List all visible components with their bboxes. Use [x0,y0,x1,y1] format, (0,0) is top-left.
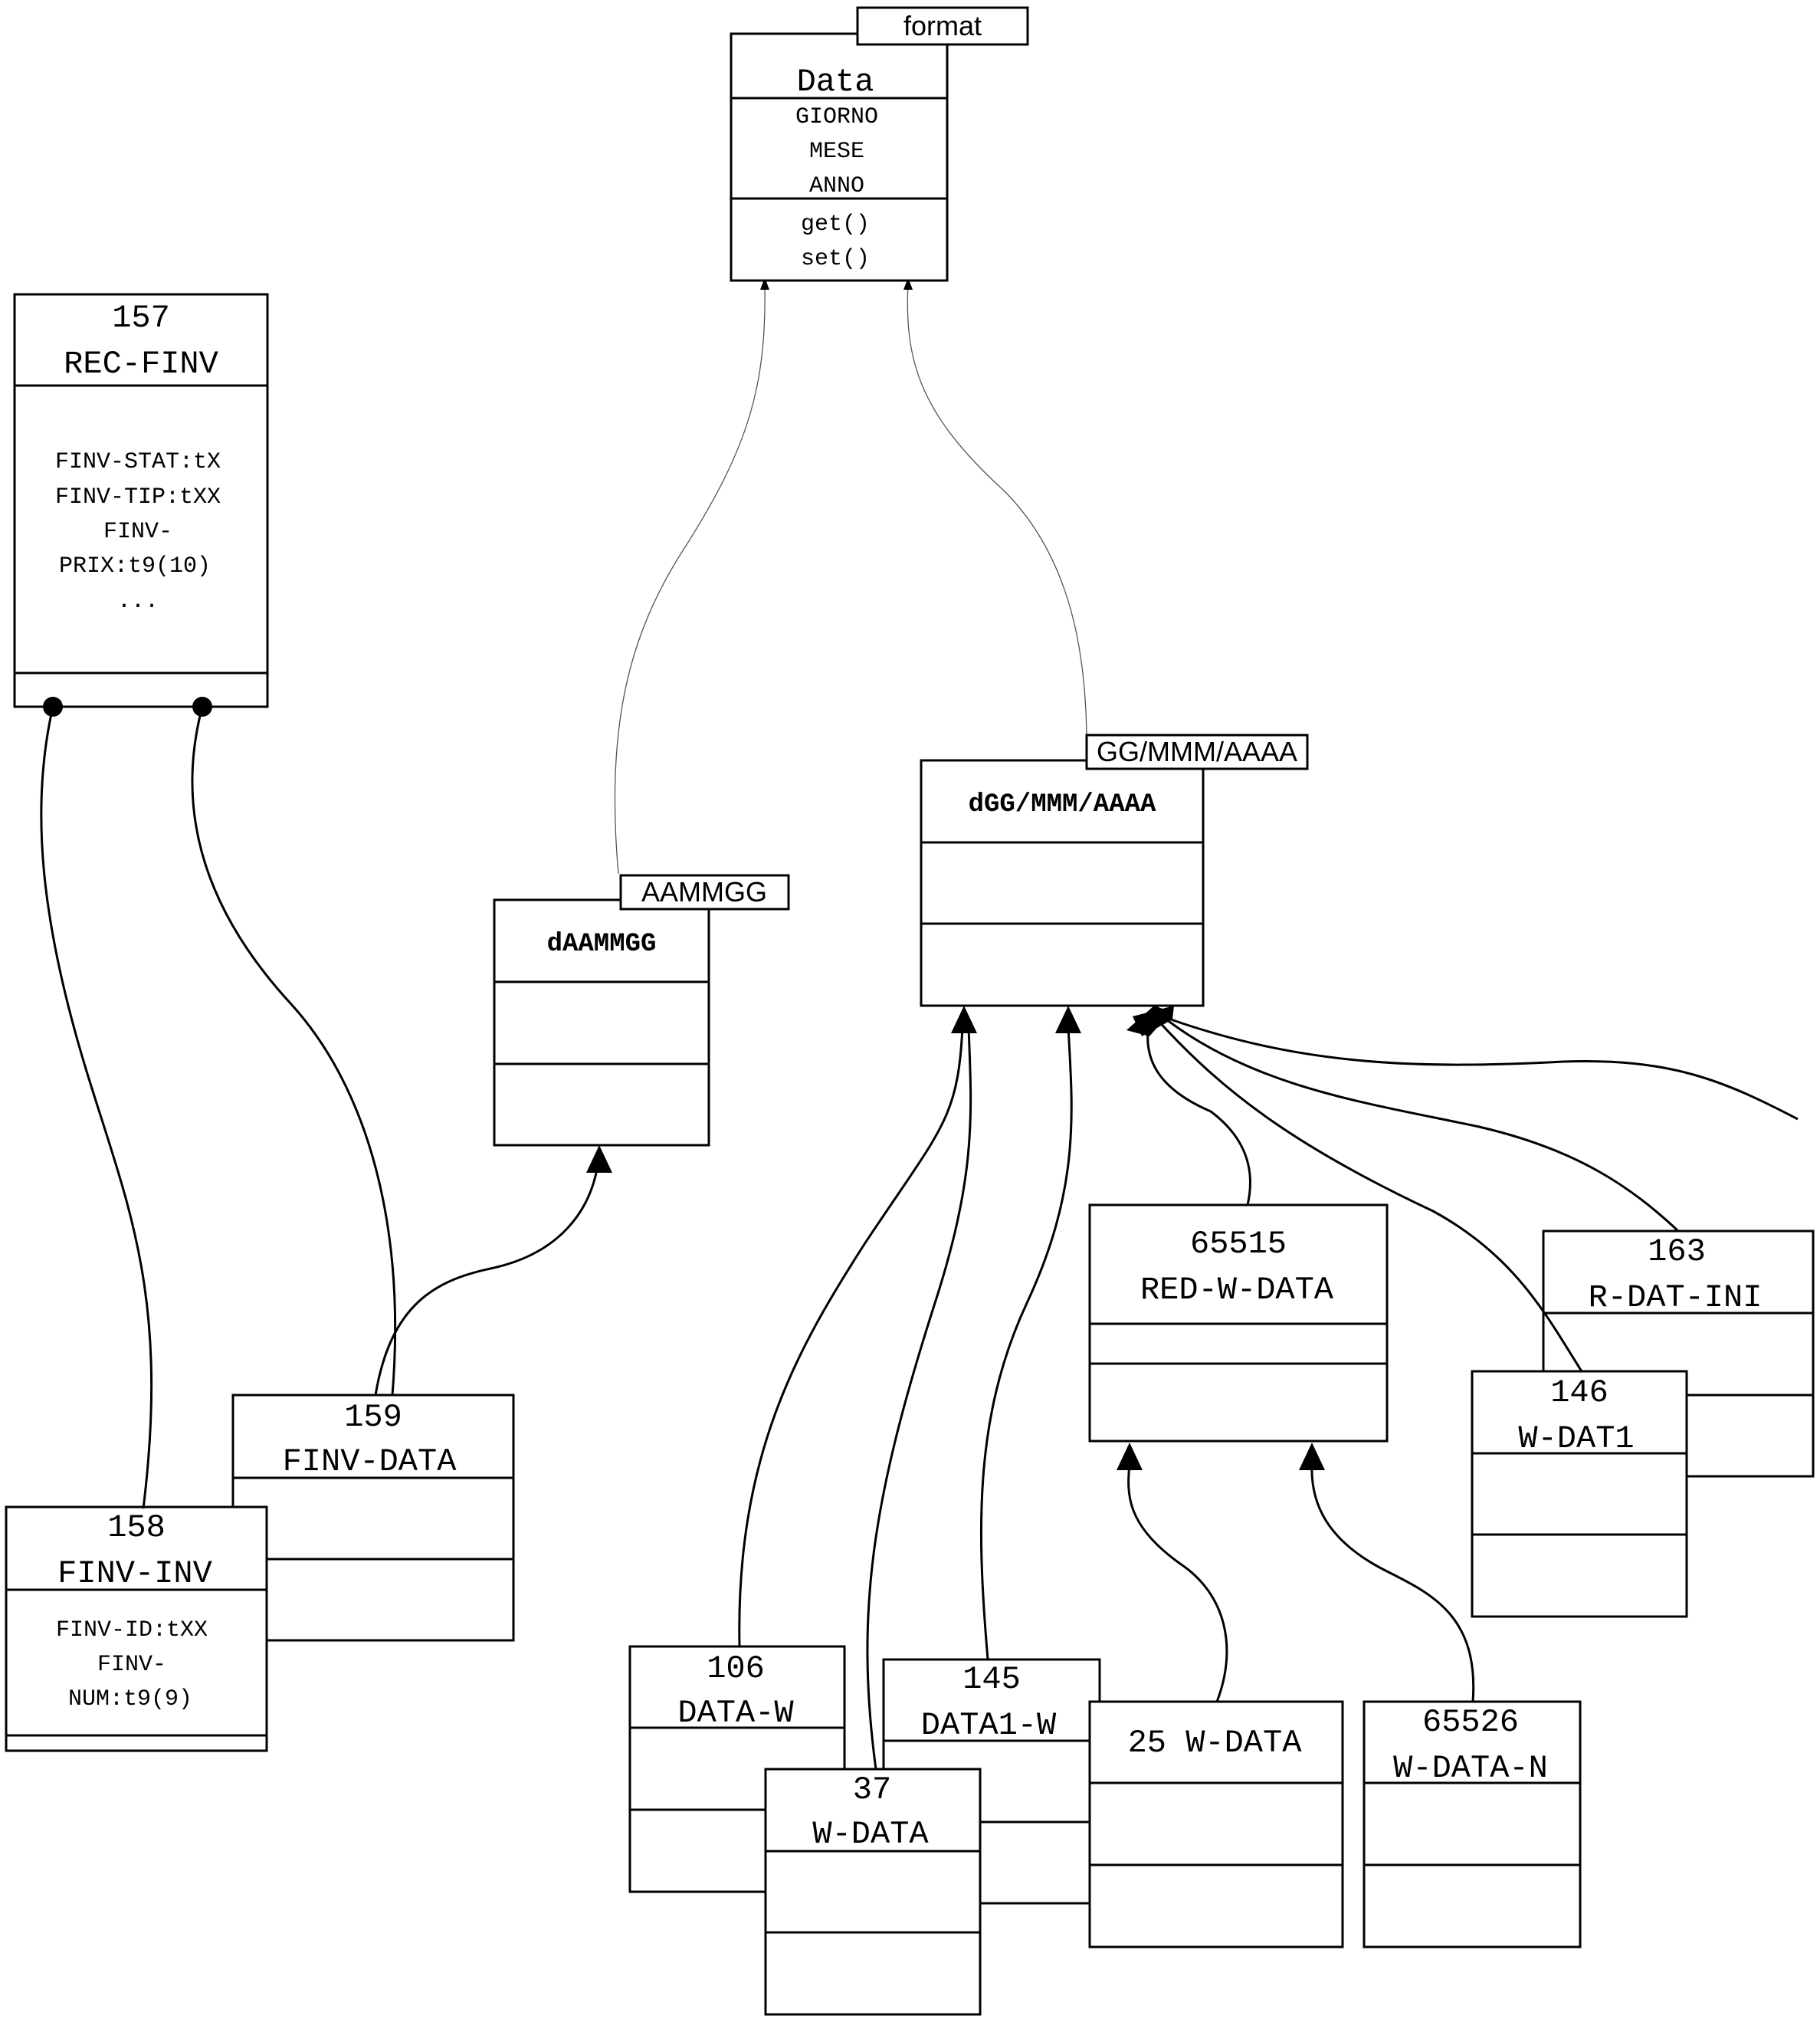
record-field: NUM:t9(9) [68,1686,192,1712]
edge-finv-data-to-aammgg [374,1164,599,1396]
record-field: FINV-TIP:tXX [55,484,221,510]
record-name: W-DAT1 [1518,1420,1634,1457]
format-aammgg-tag: AAMMGG [641,876,767,908]
record-name: DATA1-W [921,1707,1057,1744]
aggregation-dot [192,697,212,717]
record-red-w-data: 65515 RED-W-DATA [1088,1203,1389,1443]
edge-w-data-n-to-red-w-data [1310,1463,1475,1702]
record-name: RED-W-DATA [1140,1272,1334,1308]
format-ggmmmaaaa-name: dGG/MMM/AAAA [969,790,1156,819]
edge-red-w-data-to-ggmmmaaaa [1146,1019,1251,1206]
edge-data1-w-to-ggmmmaaaa [979,1026,1073,1660]
record-name: REC-FINV [64,346,218,382]
record-id: 159 [344,1399,402,1436]
record-name: W-DATA [812,1816,929,1853]
edge-r-dat-ini-to-ggmmmaaaa [1166,1018,1680,1233]
arrowhead-aammgg [586,1145,612,1173]
record-id: 145 [962,1661,1021,1698]
arrowhead-red-w-data [1299,1443,1325,1470]
format-aammgg-tag-box [619,874,790,911]
data-class-method: get() [801,212,870,238]
record-name: R-DAT-INI [1589,1279,1763,1316]
arrowhead-ggmmmaaaa [1055,1006,1081,1033]
record-id: 146 [1550,1374,1608,1411]
record-id: 37 [853,1771,891,1808]
data-class-tag: format [903,10,982,41]
data-class-attribute: GIORNO [795,104,878,130]
arrowhead-aammgg-data [760,277,769,290]
edge-offscreen-to-ggmmmaaaa [1170,1018,1799,1121]
record-finv-data: 159 FINV-DATA [231,1394,515,1642]
record-field: PRIX:t9(10) [59,553,211,579]
record-field: FINV- [97,1652,166,1678]
edge-finv-inv-to-rec-finv [40,706,153,1509]
format-ggmmmaaaa-tag-box [1085,734,1309,770]
data-class-attribute: ANNO [809,173,864,199]
record-field: ... [117,589,159,615]
record-field: FINV-ID:tXX [56,1617,208,1643]
format-aammgg-name: dAAMMGG [547,930,657,959]
record-field: FINV-STAT:tX [55,449,221,475]
record-name: W-DATA-N [1393,1750,1548,1787]
record-w-data-25: 25 W-DATA [1088,1700,1344,1948]
record-w-dat1: 146 W-DAT1 [1471,1370,1688,1618]
data-class: Data GIORNO MESE ANNO get() set() format [730,6,1029,282]
record-name: DATA-W [677,1695,794,1732]
edge-ggmmmaaaa-to-data [907,283,1087,760]
record-id: 158 [107,1509,166,1546]
record-label: 25 W-DATA [1128,1725,1303,1761]
record-w-data-37: 37 W-DATA [764,1768,982,2016]
data-class-method: set() [801,246,870,272]
record-id: 157 [112,300,170,336]
record-name: FINV-INV [57,1555,212,1592]
edge-w-data-25-to-red-w-data [1127,1463,1228,1702]
data-class-tag-box [856,6,1029,46]
format-ggmmmaaaa-tag: GG/MMM/AAAA [1097,736,1297,767]
aggregation-dot [43,697,63,717]
record-id: 106 [707,1650,765,1687]
edge-finv-data-to-rec-finv [191,706,397,1396]
record-id: 65526 [1422,1704,1519,1741]
record-finv-inv: 158 FINV-INV FINV-ID:tXX FINV- NUM:t9(9) [5,1505,268,1752]
edge-aammgg-to-data [614,283,766,875]
format-aammgg: dAAMMGG AAMMGG [493,874,790,1147]
record-name: FINV-DATA [283,1443,457,1480]
data-class-attribute: MESE [809,139,864,165]
edge-w-data-37-to-ggmmmaaaa [866,1026,972,1770]
arrowhead-ggmmmaaaa [1126,1006,1171,1036]
arrowhead-ggmmmaaaa [951,1006,977,1033]
format-ggmmmaaaa: dGG/MMM/AAAA GG/MMM/AAAA [920,734,1309,1007]
record-id: 65515 [1190,1226,1287,1262]
arrowhead-red-w-data [1117,1443,1143,1470]
edge-data-w-to-ggmmmaaaa [738,1026,964,1647]
record-field: FINV- [103,519,172,545]
record-rec-finv: 157 REC-FINV FINV-STAT:tX FINV-TIP:tXX F… [13,293,269,708]
arrowhead-ggmmmaaaa-data [903,277,913,290]
record-w-data-n: 65526 W-DATA-N [1363,1700,1582,1948]
edge-w-dat1-to-ggmmmaaaa [1156,1018,1583,1372]
data-class-title: Data [797,64,874,100]
record-id: 163 [1648,1233,1706,1270]
